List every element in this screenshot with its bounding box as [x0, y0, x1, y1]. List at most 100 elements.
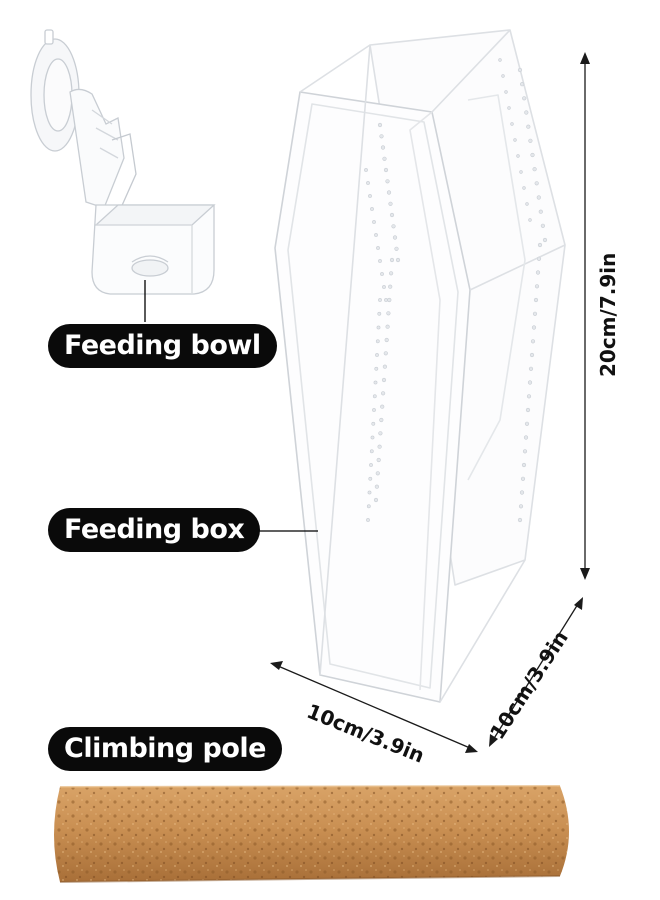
- vent-hole: [368, 476, 373, 481]
- vent-hole: [525, 407, 531, 413]
- vent-hole: [381, 377, 387, 383]
- vent-hole: [527, 380, 533, 385]
- vent-hole: [369, 449, 374, 454]
- vent-hole: [532, 311, 538, 316]
- vent-hole: [528, 366, 534, 371]
- vent-hole: [366, 181, 370, 185]
- vent-hole: [378, 259, 382, 263]
- vent-hole: [382, 364, 388, 369]
- vent-hole: [522, 96, 527, 101]
- height-dimension-text: 20cm/7.9in: [596, 252, 620, 377]
- vent-hole: [534, 181, 539, 186]
- vent-hole: [368, 194, 372, 198]
- vent-hole: [538, 209, 543, 214]
- vent-hole: [395, 257, 401, 263]
- vent-hole: [519, 490, 525, 495]
- vent-hole: [392, 235, 398, 240]
- vent-hole: [374, 484, 380, 489]
- vent-hole: [520, 476, 526, 481]
- vent-hole: [389, 257, 395, 263]
- vent-hole: [516, 154, 520, 158]
- vent-hole: [528, 218, 532, 222]
- vent-hole: [521, 462, 527, 468]
- vent-hole: [519, 170, 523, 174]
- vent-hole: [522, 186, 526, 190]
- vent-hole: [536, 195, 541, 200]
- vent-hole: [525, 202, 529, 206]
- vent-hole: [389, 271, 394, 276]
- vent-hole: [386, 190, 392, 195]
- height-dimension-arrow: [580, 52, 590, 580]
- vent-hole: [528, 138, 533, 143]
- vent-hole: [518, 504, 524, 509]
- vent-hole: [388, 284, 393, 289]
- vent-hole: [378, 431, 383, 436]
- vent-hole: [381, 391, 386, 396]
- vent-hole: [530, 152, 535, 158]
- climbing-pole-label: Climbing pole: [48, 727, 282, 771]
- vent-hole: [531, 325, 537, 330]
- vent-hole: [523, 435, 529, 440]
- vent-hole: [542, 237, 548, 243]
- ventilation-holes: [364, 58, 548, 523]
- vent-hole: [385, 324, 390, 329]
- vent-hole: [367, 490, 372, 495]
- vent-hole: [384, 337, 389, 343]
- vent-hole: [364, 168, 368, 172]
- vent-hole: [382, 156, 387, 161]
- vent-hole: [519, 82, 525, 87]
- vent-hole: [517, 517, 523, 523]
- vent-hole: [374, 233, 378, 237]
- vent-hole: [529, 352, 535, 358]
- width-dimension-arrow: [270, 661, 478, 753]
- vent-hole: [498, 58, 502, 62]
- vent-hole: [372, 220, 376, 224]
- vent-hole: [388, 201, 393, 206]
- vent-hole: [517, 67, 523, 73]
- vent-hole: [383, 351, 388, 356]
- vent-hole: [372, 408, 376, 412]
- vent-hole: [524, 421, 530, 426]
- vent-hole: [366, 504, 371, 509]
- vent-hole: [379, 134, 384, 139]
- vent-hole: [533, 297, 539, 303]
- vent-hole: [375, 339, 380, 344]
- vent-hole: [524, 110, 529, 115]
- vent-hole: [540, 223, 546, 228]
- vent-hole: [370, 435, 375, 440]
- feeding-box-image: [274, 29, 566, 703]
- vent-hole: [380, 404, 385, 409]
- vent-hole: [394, 246, 399, 251]
- vent-hole: [526, 394, 532, 399]
- vent-hole: [377, 122, 383, 128]
- vent-hole: [384, 298, 388, 302]
- vent-hole: [366, 518, 370, 522]
- climbing-pole-image: [54, 785, 569, 883]
- vent-hole: [383, 167, 389, 173]
- feeding-box-label: Feeding box: [48, 508, 261, 552]
- vent-hole: [535, 270, 541, 275]
- vent-hole: [391, 224, 396, 229]
- vent-hole: [387, 297, 392, 303]
- vent-hole: [380, 145, 386, 150]
- vent-hole: [536, 256, 542, 261]
- vent-hole: [372, 394, 377, 399]
- vent-hole: [377, 444, 382, 449]
- vent-hole: [375, 353, 379, 357]
- vent-hole: [382, 285, 386, 289]
- vent-hole: [385, 179, 390, 184]
- vent-hole: [373, 497, 379, 503]
- vent-hole: [377, 311, 382, 316]
- vent-hole: [378, 298, 382, 302]
- vent-hole: [510, 122, 514, 126]
- vent-hole: [530, 339, 536, 344]
- vent-hole: [379, 417, 384, 423]
- vent-hole: [507, 106, 511, 110]
- vent-hole: [370, 207, 374, 211]
- vent-hole: [526, 124, 531, 129]
- vent-hole: [513, 138, 517, 142]
- vent-hole: [537, 242, 543, 248]
- vent-hole: [501, 74, 505, 78]
- vent-hole: [534, 284, 540, 289]
